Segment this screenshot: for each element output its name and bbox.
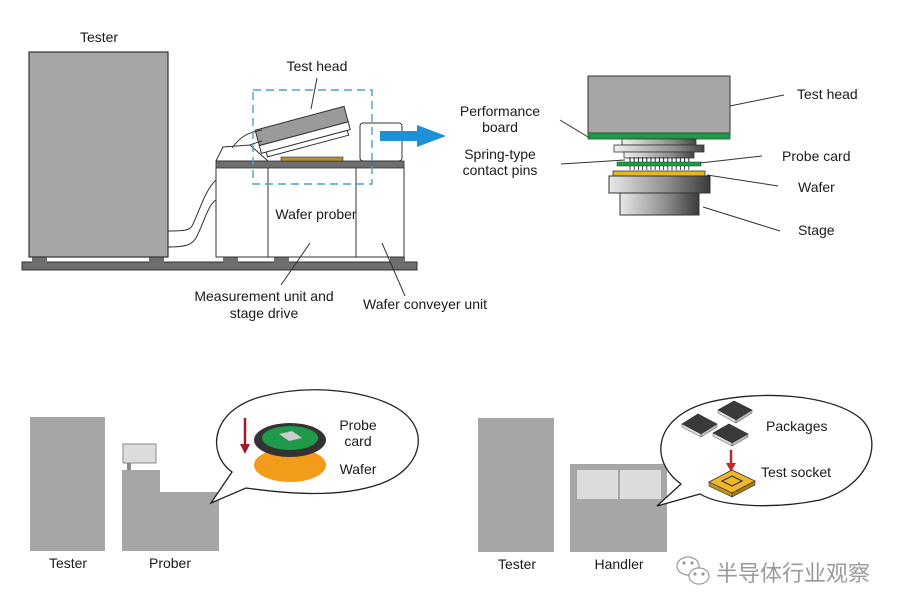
prober-foot xyxy=(390,257,405,263)
cable xyxy=(167,199,217,248)
handler-window xyxy=(620,470,661,499)
tester-foot xyxy=(149,257,164,263)
leader-line xyxy=(280,242,311,286)
test-head-block xyxy=(587,75,731,134)
test-socket xyxy=(708,469,756,498)
stage-label: Stage xyxy=(798,222,835,238)
test-head-label: Test head xyxy=(287,58,348,74)
wafer-label: Wafer xyxy=(798,179,835,195)
speech-bubble xyxy=(656,394,873,507)
watermark: 半导体行业观察 xyxy=(676,556,870,587)
conveyer-label: Wafer conveyer unit xyxy=(363,296,487,312)
prober-main-body xyxy=(267,165,357,258)
probe-card-chip xyxy=(278,430,303,442)
leader-line xyxy=(560,159,626,165)
highlight-box xyxy=(252,89,373,185)
test-head-cable xyxy=(249,140,263,146)
tester-foot xyxy=(32,257,47,263)
handler-setup: Tester Handler xyxy=(478,394,873,572)
spring-pins-label: Spring-type xyxy=(464,146,536,162)
bubble-wafer-label: Wafer xyxy=(340,461,377,477)
performance-board xyxy=(587,132,731,140)
probe-needles xyxy=(629,166,690,170)
leader-line xyxy=(381,242,406,297)
conveyer-top-box xyxy=(359,122,403,162)
test-head-label-right: Test head xyxy=(797,86,858,102)
test-head-cable xyxy=(231,129,263,149)
wafer xyxy=(612,170,706,177)
tester-label: Tester xyxy=(80,29,118,45)
wafer-on-chuck xyxy=(280,156,344,162)
cable xyxy=(167,179,217,232)
watermark-text: 半导体行业观察 xyxy=(716,562,870,587)
performance-board-label: Performance xyxy=(460,103,540,119)
down-arrow-icon xyxy=(240,418,250,454)
probe-card xyxy=(616,161,702,167)
measurement-label: Measurement unit and xyxy=(194,288,333,304)
leader-line xyxy=(310,77,318,110)
wechat-icon xyxy=(676,556,710,585)
package-chip xyxy=(681,413,718,438)
tester-prober-system: Tester Test head xyxy=(21,29,487,321)
probe-card-label: Probe card xyxy=(782,148,850,164)
wafer-conveyer-unit xyxy=(355,165,405,258)
wafer-disc xyxy=(254,448,326,482)
monitor-stand xyxy=(127,463,131,470)
tester-label-bottom-left: Tester xyxy=(49,555,87,571)
spacer-ring xyxy=(621,138,697,146)
prober-setup: Tester Prober Probe card Wafer xyxy=(30,389,419,571)
prober-top-plate xyxy=(215,160,405,169)
stage-top xyxy=(608,175,711,194)
spacer-ring xyxy=(613,144,705,153)
packages-label: Packages xyxy=(766,418,827,434)
handler-label: Handler xyxy=(594,556,643,572)
tester-label-bottom-right: Tester xyxy=(498,556,536,572)
package-chip xyxy=(712,423,749,447)
bubble-probe-card-label-line2: card xyxy=(344,433,371,449)
prober-monitor xyxy=(122,443,157,464)
prober-foot xyxy=(223,257,238,263)
test-head-tilted xyxy=(254,105,351,158)
down-arrow-icon xyxy=(726,450,736,472)
performance-board-label-line2: board xyxy=(482,119,518,135)
prober-block xyxy=(122,470,219,551)
spring-pins-label-line2: contact pins xyxy=(463,162,538,178)
base-plate xyxy=(21,261,418,271)
package-chip xyxy=(717,400,753,424)
handler-window xyxy=(577,470,618,499)
stage-base xyxy=(619,192,700,216)
measurement-unit xyxy=(215,165,269,258)
leader-line xyxy=(699,155,763,164)
leader-line xyxy=(729,94,785,107)
measurement-label-line2: stage drive xyxy=(230,305,299,321)
zoom-arrow-icon xyxy=(380,125,446,147)
tester-cabinet xyxy=(28,51,169,258)
wafer-prober-label: Wafer prober xyxy=(275,206,357,222)
tester-block xyxy=(478,418,554,552)
prober-label: Prober xyxy=(149,555,191,571)
bubble-probe-card-label: Probe xyxy=(339,417,377,433)
tester-block xyxy=(30,417,105,551)
leader-line xyxy=(702,206,781,232)
leader-line xyxy=(706,174,779,187)
test-socket-label: Test socket xyxy=(761,464,831,480)
test-head-cross-section: Test head Performance board Spring-type … xyxy=(460,75,858,238)
prober-foot xyxy=(274,257,289,263)
leader-line xyxy=(559,119,589,138)
